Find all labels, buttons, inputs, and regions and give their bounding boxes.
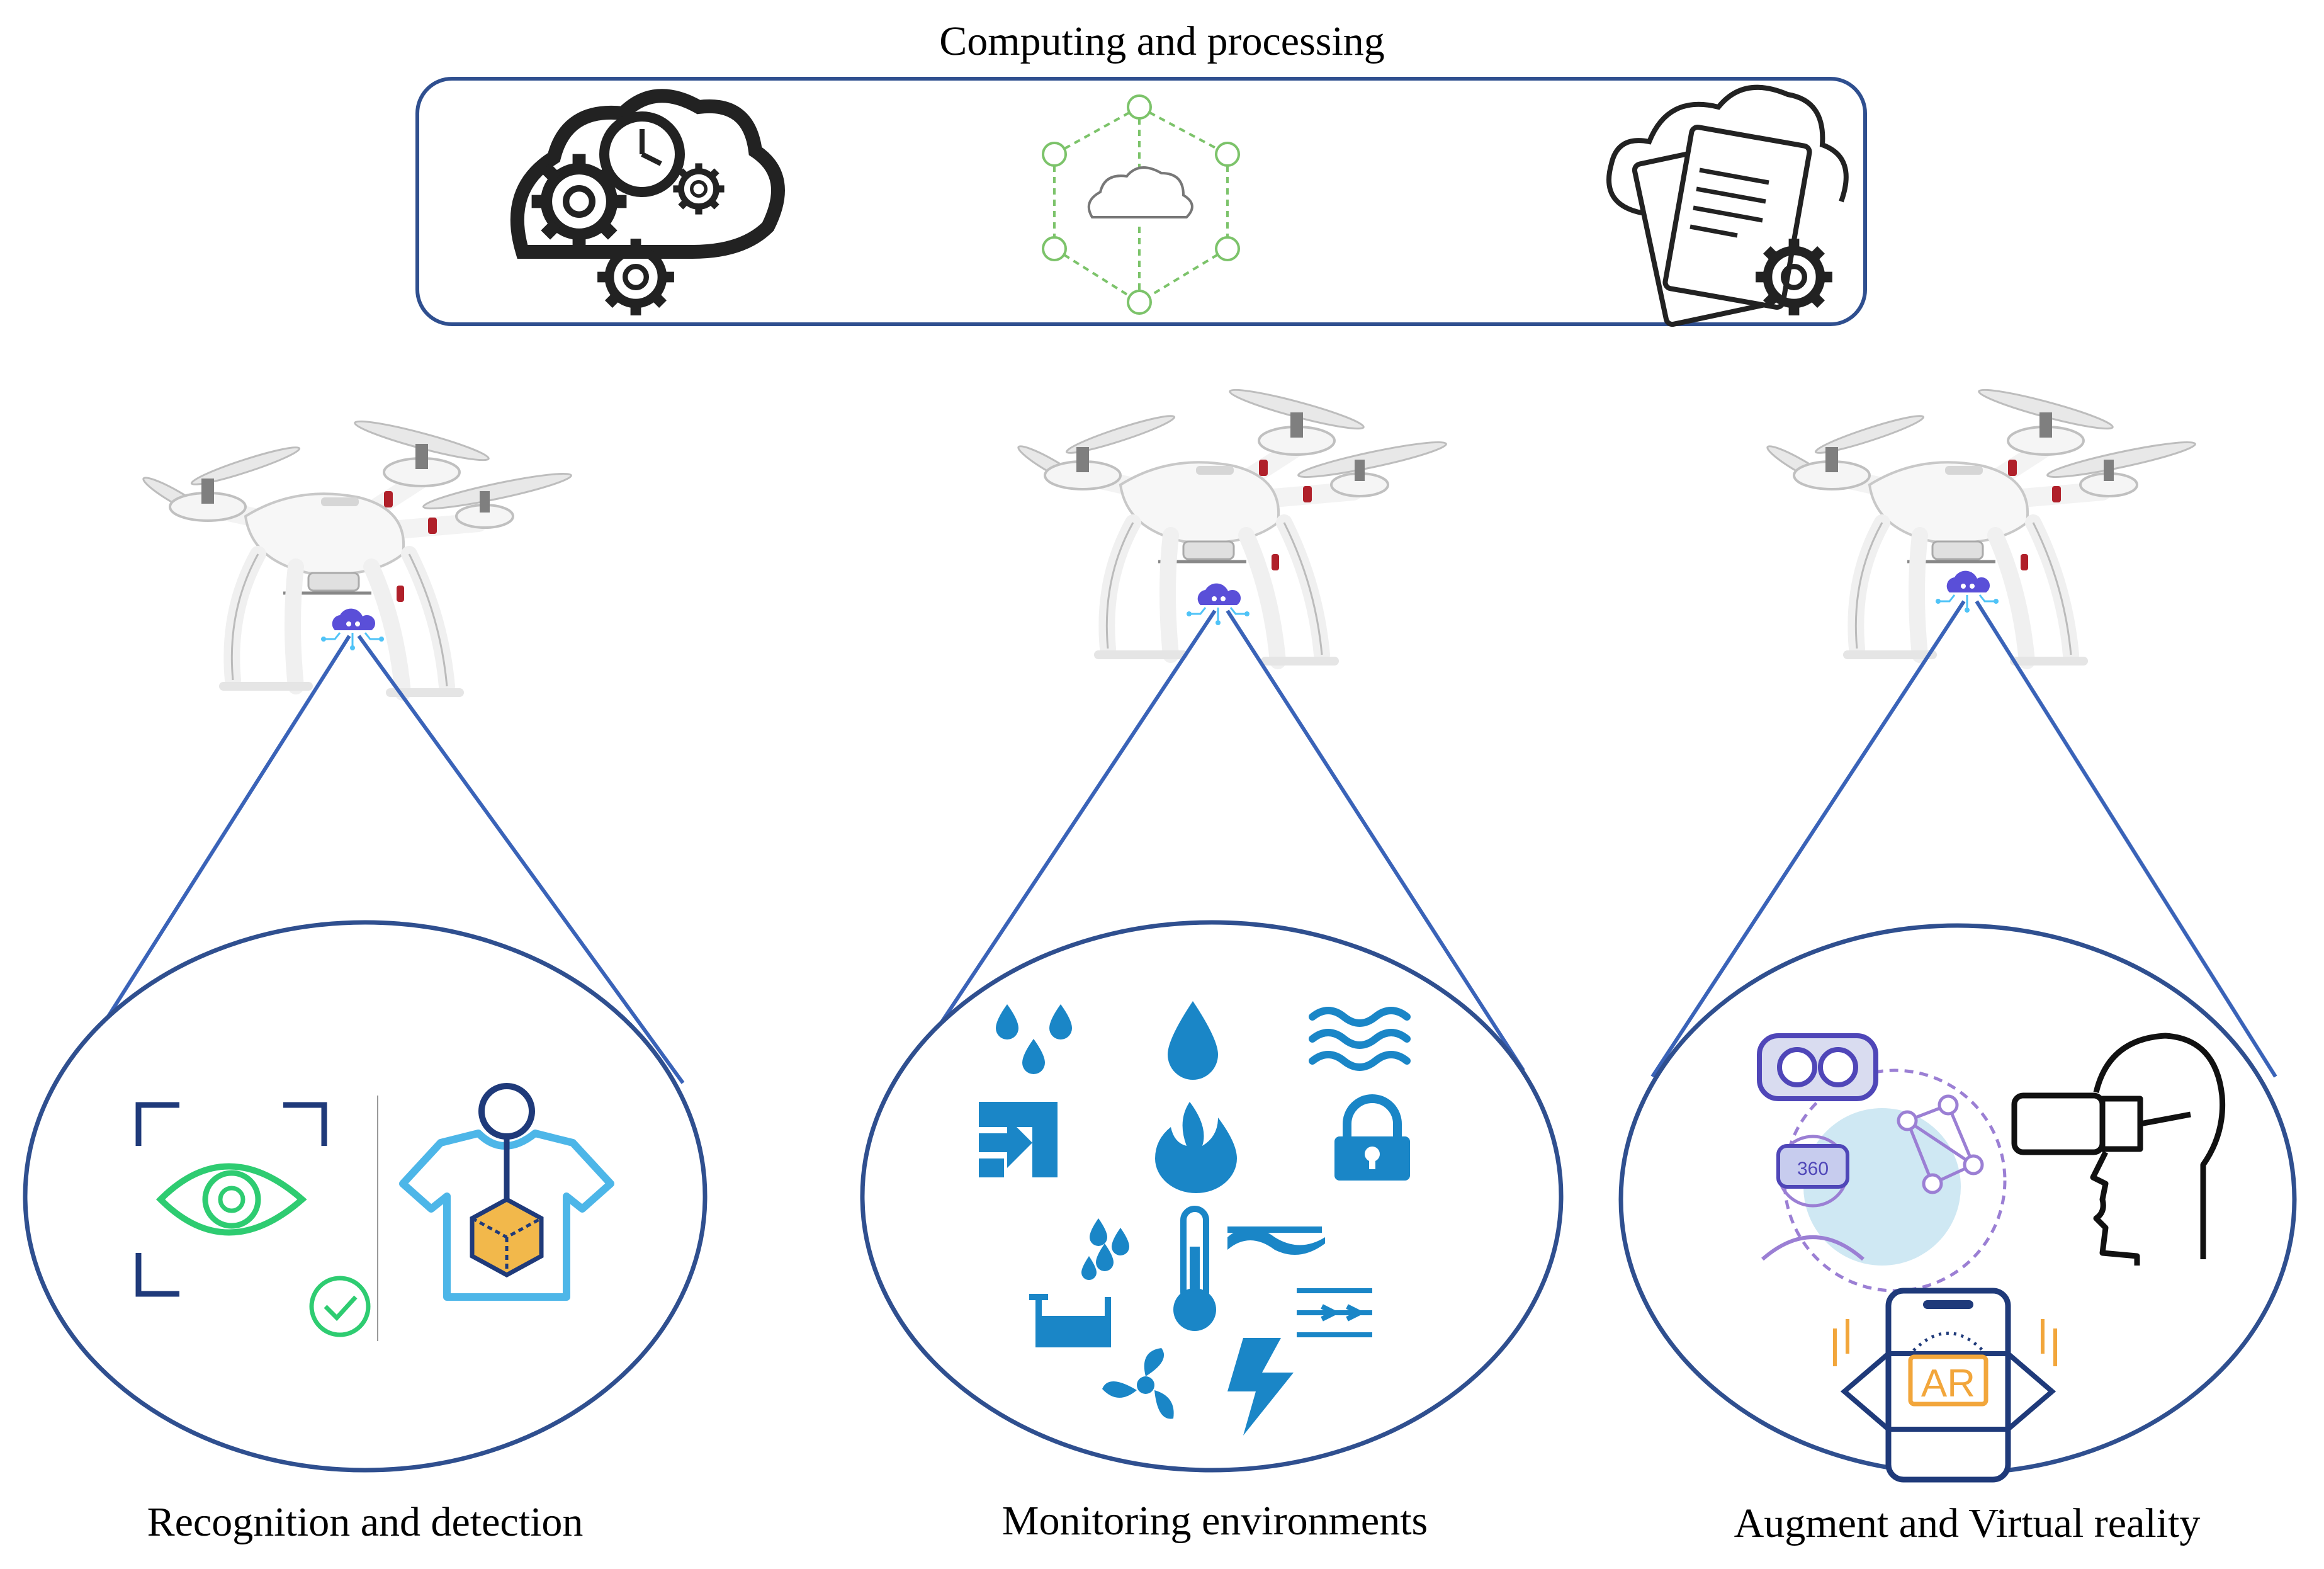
- drone-left: [140, 416, 573, 693]
- humidity-icon: [1081, 1218, 1129, 1280]
- lock-icon: [1334, 1094, 1410, 1181]
- flame-icon: [1155, 1102, 1237, 1193]
- shirt-tag-box-icon: [399, 1083, 614, 1301]
- cloud-chip-icon: [320, 608, 385, 652]
- cloud-chip-icon: [1185, 582, 1251, 626]
- ar-text: AR: [1921, 1362, 1975, 1405]
- lightning-icon: [1227, 1338, 1294, 1436]
- eye-scan-check-icon: [135, 1102, 371, 1337]
- water-drops-icon: [996, 1004, 1072, 1074]
- water-level-icon: [1227, 1226, 1325, 1255]
- fan-icon: [1102, 1348, 1174, 1419]
- reality-label: Augment and Virtual reality: [1734, 1500, 2201, 1546]
- tank-icon: [1029, 1294, 1111, 1347]
- drone-right: [1764, 384, 2197, 661]
- connector-lines: [64, 600, 2277, 1084]
- cloud-document-gear-icon: [1606, 84, 1849, 327]
- thermometer-icon: [1173, 1206, 1216, 1331]
- cloud-gears-clock-icon: [510, 89, 785, 315]
- entry-arrow-icon: [979, 1102, 1058, 1177]
- computing-panel: [415, 77, 1867, 326]
- vr-360-text: 360: [1797, 1158, 1829, 1179]
- waves-icon: [1309, 1007, 1411, 1071]
- vr-headset-head-icon: [2011, 1033, 2226, 1266]
- ar-phone-icon: [1833, 1288, 2057, 1483]
- vr-goggles-icon: [1757, 1033, 2007, 1293]
- airflow-icon: [1297, 1288, 1372, 1337]
- detection-label: Recognition and detection: [147, 1499, 584, 1545]
- detection-ellipse: [23, 920, 708, 1473]
- monitoring-label: Monitoring environments: [1001, 1498, 1428, 1544]
- cloud-network-icon: [1042, 94, 1240, 315]
- monitoring-ellipse: [860, 920, 1564, 1473]
- water-drop-icon: [1168, 1001, 1218, 1080]
- cloud-chip-icon: [1934, 570, 2000, 614]
- header-title: Computing and processing: [939, 18, 1385, 64]
